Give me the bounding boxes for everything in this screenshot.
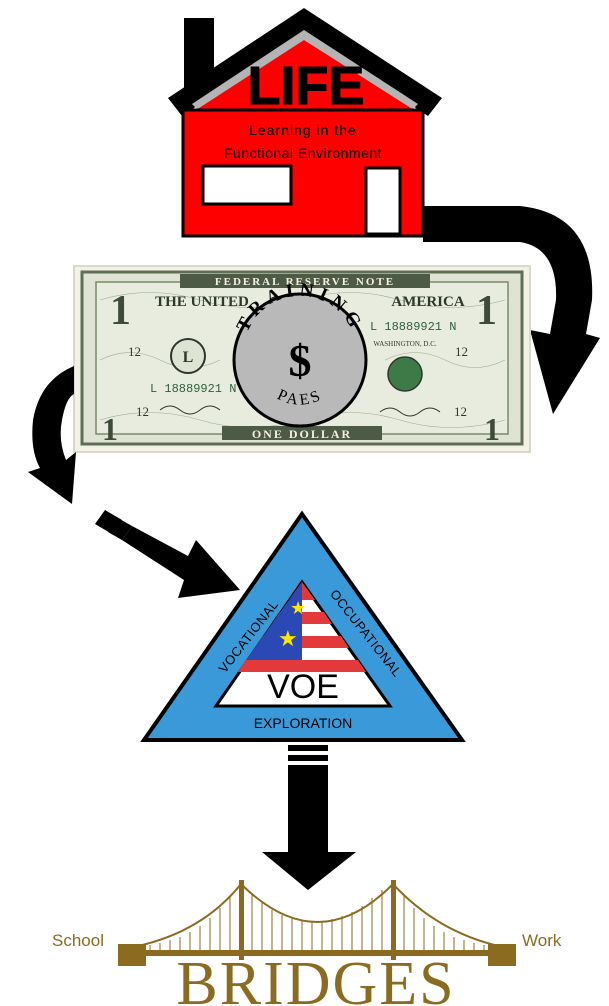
bridge-cable-right (393, 884, 508, 948)
bill-plate-left: 12 (128, 344, 141, 359)
bill-corner-bl: 1 (102, 411, 118, 447)
bill-plate-br: 12 (454, 404, 467, 419)
bill-footer-text: ONE DOLLAR (252, 427, 352, 441)
bridge-cable-left (128, 884, 241, 948)
bill-corner-tl: 1 (110, 288, 131, 334)
flag-star-1: ★ (290, 598, 306, 619)
bridge-right-label: Work (522, 931, 562, 950)
bill-corner-br: 1 (484, 411, 500, 447)
bill-corner-tr: 1 (476, 288, 497, 334)
arrow-bill-to-voe-diagonal (95, 510, 240, 598)
bill-treasury-seal (388, 357, 422, 391)
coin-symbol: $ (289, 335, 312, 386)
bridge-anchor-left (118, 944, 146, 966)
bill-title-right: AMERICA (391, 294, 464, 310)
bill-fed-letter: L (183, 349, 194, 366)
bill-plate-right: 12 (455, 344, 468, 359)
training-coin: TRAINING $ PAES (233, 279, 368, 426)
bill-title-left: THE UNITED (155, 294, 249, 310)
down-arrow-stripe1 (288, 745, 328, 751)
diag-arrow-body (122, 526, 240, 598)
voe-triangle: ★ ★ VOE VOCATIONAL OCCUPATIONAL EXPLORAT… (144, 514, 462, 740)
flag-star-2: ★ (278, 627, 298, 652)
down-arrow-body (262, 765, 356, 890)
bridge-cable-center (241, 884, 393, 922)
house-window (203, 166, 291, 204)
bill-plate-bl: 12 (136, 404, 149, 419)
bridge-tower-right (391, 880, 396, 960)
bridge-anchor-right (488, 944, 516, 966)
bridge-left-label: School (52, 931, 104, 950)
down-arrow-stripe2 (288, 755, 328, 761)
bridge-tower-left (239, 880, 244, 960)
arrow-bill-to-voe-curve (28, 366, 76, 504)
bridges-title: BRIDGES (176, 950, 455, 1006)
bill-city: WASHINGTON, D.C. (373, 340, 437, 348)
life-subtitle-line2: Functional Environment (224, 145, 382, 161)
life-house: LIFE Learning in the Functional Environm… (168, 8, 442, 236)
voe-center-text: VOE (267, 668, 339, 706)
curve-arrow-body (28, 366, 76, 504)
life-subtitle-line1: Learning in the (249, 122, 357, 138)
voe-bottom-text: EXPLORATION (254, 715, 353, 731)
bill-serial-left: L 18889921 N (150, 382, 236, 396)
life-title: LIFE (248, 56, 365, 116)
bill-serial-right: L 18889921 N (370, 320, 456, 334)
bridges-logo: School Work BRIDGES (52, 880, 562, 1006)
arrow-voe-to-bridges (262, 745, 356, 890)
house-door (366, 168, 400, 234)
